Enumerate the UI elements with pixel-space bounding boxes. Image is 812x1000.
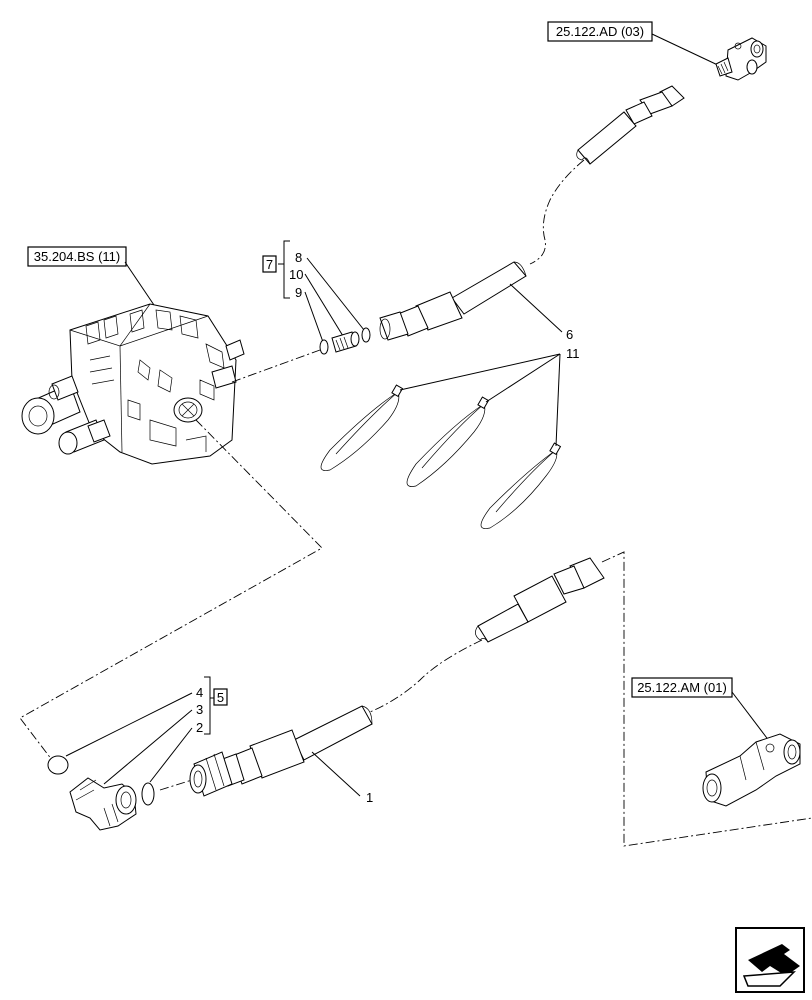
tee-fitting-bottom	[702, 733, 801, 807]
svg-text:25.122.AM (01): 25.122.AM (01)	[637, 680, 727, 695]
adapter-10	[331, 331, 360, 353]
control-valve-block	[21, 303, 245, 465]
reference-label-35-204-bs[interactable]: 35.204.BS (11)	[27, 246, 127, 267]
cable-ties-11	[320, 384, 562, 529]
callout-9[interactable]: 9	[295, 285, 302, 300]
o-ring-9	[319, 339, 329, 355]
kit-5-bracket: 5	[213, 688, 228, 706]
callout-11[interactable]: 11	[566, 346, 580, 361]
callout-2[interactable]: 2	[196, 720, 203, 735]
next-page-arrow-icon[interactable]	[735, 927, 805, 993]
callout-5[interactable]: 5	[217, 690, 224, 705]
o-ring-8	[361, 327, 371, 343]
callout-8[interactable]: 8	[295, 250, 302, 265]
reference-label-25-122-am[interactable]: 25.122.AM (01)	[631, 677, 733, 698]
o-ring-4	[47, 755, 69, 775]
callout-1[interactable]: 1	[366, 790, 373, 805]
svg-text:25.122.AD (03): 25.122.AD (03)	[556, 24, 644, 39]
callout-3[interactable]: 3	[196, 702, 203, 717]
hose-6	[379, 85, 685, 341]
o-ring-2	[141, 782, 155, 806]
callout-6[interactable]: 6	[566, 327, 573, 342]
callout-7[interactable]: 7	[266, 257, 273, 272]
callout-4[interactable]: 4	[196, 685, 203, 700]
callout-10[interactable]: 10	[289, 267, 303, 282]
kit-7-bracket: 7	[262, 240, 290, 299]
svg-text:35.204.BS (11): 35.204.BS (11)	[34, 249, 120, 264]
tee-fitting-top	[715, 37, 767, 81]
elbow-fitting-3	[69, 777, 137, 831]
hose-1	[189, 557, 605, 797]
reference-label-25-122-ad[interactable]: 25.122.AD (03)	[547, 21, 653, 42]
